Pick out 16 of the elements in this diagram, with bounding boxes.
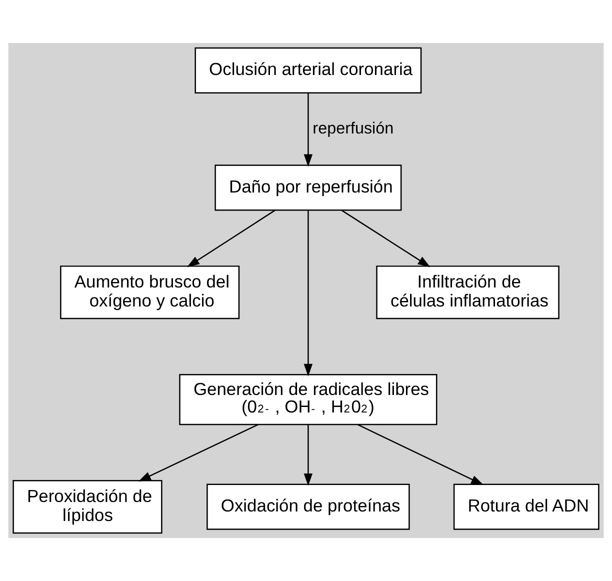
arrow	[304, 424, 313, 486]
arrow	[304, 210, 313, 376]
arrow	[138, 424, 258, 482]
node-box: Peroxidación de lípidos	[12, 480, 162, 534]
edge-label: reperfusión	[312, 119, 394, 138]
node-box: Rotura del ADN	[453, 484, 600, 530]
arrow	[357, 424, 484, 486]
node-box: Oxidación de proteínas	[206, 484, 410, 530]
node-box: Oclusión arterial coronaria	[194, 47, 422, 94]
node-box: Daño por reperfusión	[214, 164, 402, 211]
node-box: Infiltración de células inflamatorias	[376, 266, 560, 320]
arrow	[186, 210, 276, 268]
arrow	[304, 93, 313, 167]
node-box: Generación de radicales libres (02- , OH- , H202)	[179, 374, 438, 426]
node-box: Aumento brusco del oxígeno y calcio	[60, 266, 240, 320]
arrow	[341, 210, 430, 268]
